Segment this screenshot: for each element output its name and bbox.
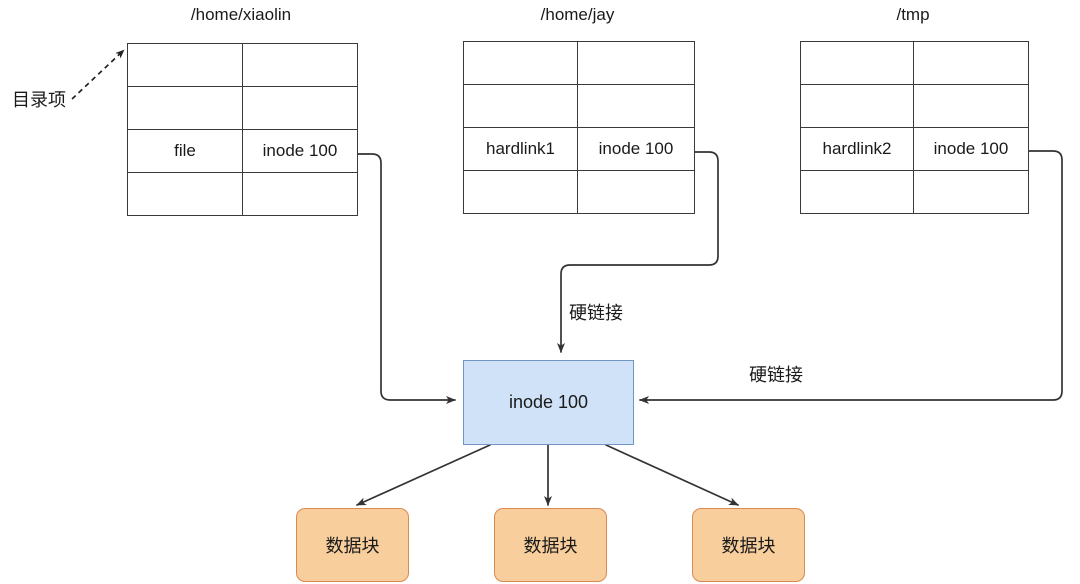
dir-cell-name — [463, 84, 578, 128]
dir-cell-inode — [242, 86, 358, 130]
directory-entry-label: 目录项 — [12, 90, 66, 110]
dir-table-tmp: hardlink2 inode 100 — [800, 41, 1029, 214]
dir-cell-inode-100: inode 100 — [242, 129, 358, 173]
inode-box: inode 100 — [463, 360, 634, 445]
hardlink-label-right: 硬链接 — [749, 365, 803, 385]
data-block-label: 数据块 — [523, 536, 578, 556]
dir-cell-name — [463, 41, 578, 85]
connector-xiaolin-to-inode — [354, 153, 456, 404]
table-row — [127, 172, 358, 216]
table-row — [463, 170, 695, 214]
table-row-highlighted: hardlink2 inode 100 — [800, 127, 1029, 171]
dir-cell-inode — [577, 170, 695, 214]
table-row — [800, 41, 1029, 85]
table-row — [463, 41, 695, 85]
dir-cell-inode — [242, 43, 358, 87]
dir-cell-inode-100: inode 100 — [577, 127, 695, 171]
connector-inode-to-datablocks — [356, 444, 739, 506]
data-block-label: 数据块 — [325, 536, 380, 556]
data-block-1: 数据块 — [296, 508, 409, 582]
dir-cell-inode — [913, 41, 1029, 85]
data-block-label: 数据块 — [721, 536, 776, 556]
data-block-2: 数据块 — [494, 508, 607, 582]
dir-cell-name — [463, 170, 578, 214]
data-block-3: 数据块 — [692, 508, 805, 582]
dir-cell-name-hardlink2: hardlink2 — [800, 127, 914, 171]
dir-cell-inode — [913, 84, 1029, 128]
dir-table-xiaolin: file inode 100 — [127, 43, 358, 216]
table-title-tmp: /tmp — [896, 5, 930, 24]
dir-cell-name — [127, 43, 243, 87]
dir-cell-name-file: file — [127, 129, 243, 173]
table-row — [127, 86, 358, 130]
table-title-xiaolin: /home/xiaolin — [190, 5, 292, 24]
dir-cell-inode-100: inode 100 — [913, 127, 1029, 171]
dir-cell-name-hardlink1: hardlink1 — [463, 127, 578, 171]
dir-cell-name — [800, 170, 914, 214]
directory-entry-pointer — [71, 49, 125, 100]
table-title-jay: /home/jay — [540, 5, 615, 24]
dir-table-jay: hardlink1 inode 100 — [463, 41, 695, 214]
table-row-highlighted: file inode 100 — [127, 129, 358, 173]
dir-cell-name — [127, 172, 243, 216]
table-row — [800, 170, 1029, 214]
dir-cell-inode — [242, 172, 358, 216]
dir-cell-name — [800, 41, 914, 85]
dir-cell-inode — [913, 170, 1029, 214]
hardlink-label-center: 硬链接 — [569, 303, 623, 323]
dir-cell-inode — [577, 41, 695, 85]
inode-box-label: inode 100 — [508, 392, 589, 412]
dir-cell-inode — [577, 84, 695, 128]
table-row — [463, 84, 695, 128]
table-row — [800, 84, 1029, 128]
dir-cell-name — [800, 84, 914, 128]
table-row-highlighted: hardlink1 inode 100 — [463, 127, 695, 171]
table-row — [127, 43, 358, 87]
dir-cell-name — [127, 86, 243, 130]
